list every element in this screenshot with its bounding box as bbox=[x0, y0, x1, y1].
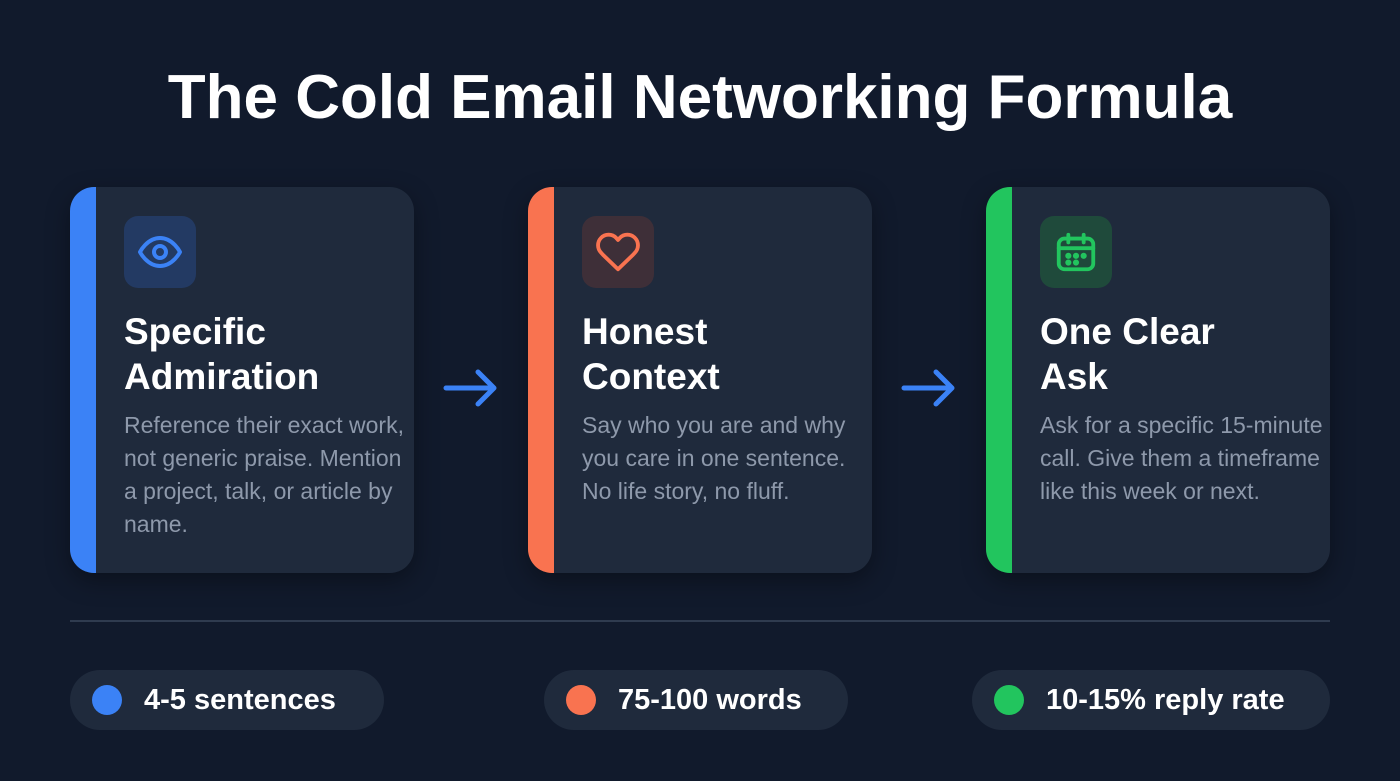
step-card-one-clear-ask: One Clear Ask Ask for a specific 15-minu… bbox=[986, 187, 1330, 573]
stat-label: 10-15% reply rate bbox=[1046, 683, 1285, 716]
page-title: The Cold Email Networking Formula bbox=[167, 63, 1233, 132]
green-dot-icon bbox=[994, 685, 1024, 715]
accent-bar bbox=[986, 187, 1012, 573]
stat-pill-words: 75-100 words bbox=[544, 670, 848, 730]
step-description: Ask for a specific 15-minute call. Give … bbox=[1040, 412, 1323, 504]
step-heading: Honest Context bbox=[582, 311, 720, 397]
step-description: Say who you are and why you care in one … bbox=[582, 412, 846, 504]
stat-label: 75-100 words bbox=[618, 683, 802, 716]
arrow-right-icon bbox=[443, 369, 497, 407]
arrow-right-icon bbox=[901, 369, 955, 407]
divider bbox=[70, 620, 1330, 622]
step-heading: One Clear Ask bbox=[1040, 311, 1215, 397]
accent-bar bbox=[528, 187, 554, 573]
step-card-specific-admiration: Specific Admiration Reference their exac… bbox=[70, 187, 414, 573]
orange-dot-icon bbox=[566, 685, 596, 715]
stat-label: 4-5 sentences bbox=[144, 683, 336, 716]
stat-pill-reply-rate: 10-15% reply rate bbox=[972, 670, 1330, 730]
heart-icon bbox=[582, 216, 654, 288]
stat-pill-sentences: 4-5 sentences bbox=[70, 670, 384, 730]
step-description: Reference their exact work, not generic … bbox=[124, 412, 404, 537]
step-card-honest-context: Honest Context Say who you are and why y… bbox=[528, 187, 872, 573]
step-heading: Specific Admiration bbox=[124, 311, 320, 397]
accent-bar bbox=[70, 187, 96, 573]
blue-dot-icon bbox=[92, 685, 122, 715]
calendar-icon bbox=[1040, 216, 1112, 288]
eye-icon bbox=[124, 216, 196, 288]
